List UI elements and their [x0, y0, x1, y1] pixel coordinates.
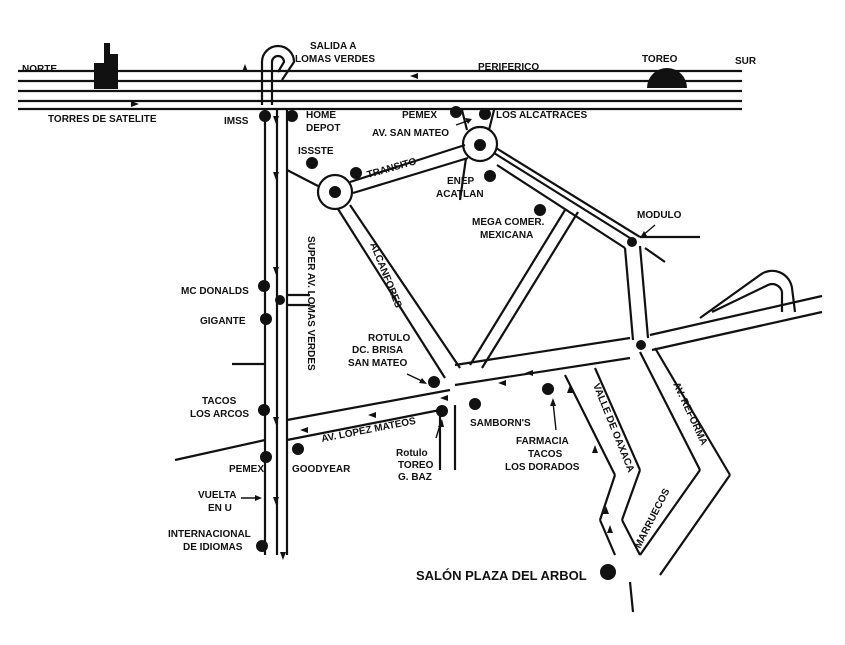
issste-label: ISSSTE	[298, 146, 334, 157]
pemex-top-label: PEMEX	[402, 110, 437, 121]
mcdonalds-label: MC DONALDS	[181, 286, 249, 297]
rotulo-brisa-label-3: SAN MATEO	[348, 358, 407, 369]
idiomas-label-1: INTERNACIONAL	[168, 529, 251, 540]
gigante-label: GIGANTE	[200, 316, 246, 327]
torres-label: TORRES DE SATELITE	[48, 114, 157, 125]
home-depot-marker	[286, 110, 298, 122]
transito-label: TRANSITO	[366, 156, 418, 181]
pemex-top-marker	[450, 106, 462, 118]
vuelta-label-2: EN U	[208, 503, 232, 514]
farmacia-label-3: LOS DORADOS	[505, 462, 580, 473]
lopez-mateos-road	[174, 294, 823, 470]
imss-label: IMSS	[224, 116, 249, 127]
periferico-label: PERIFERICO	[478, 62, 539, 73]
idiomas-label-2: DE IDIOMAS	[183, 542, 243, 553]
tacos-arcos-label-2: LOS ARCOS	[190, 409, 249, 420]
periferico-highway	[18, 69, 742, 111]
farmacia-label-2: TACOS	[528, 449, 563, 460]
modulo-label: MODULO	[637, 210, 682, 221]
modulo-marker	[627, 237, 637, 247]
callout-arrows	[241, 118, 656, 501]
san-mateo-marker	[474, 139, 486, 151]
modulo-road	[493, 147, 700, 263]
farmacia-marker	[542, 383, 554, 395]
salida-label-1: SALIDA A	[310, 41, 356, 52]
tacos-arcos-label-1: TACOS	[202, 396, 237, 407]
transito-marker	[350, 167, 362, 179]
sanborns-marker	[469, 398, 481, 410]
toreo-dome-icon	[647, 68, 687, 88]
enep-label-2: ACATLAN	[436, 189, 484, 200]
goodyear-label: GOODYEAR	[292, 464, 351, 475]
enep-marker	[484, 170, 496, 182]
roundabout-marker	[329, 186, 341, 198]
salon-label: SALÓN PLAZA DEL ARBOL	[416, 568, 587, 583]
rotulo-toreo-label-3: G. BAZ	[398, 472, 432, 483]
mega-label-1: MEGA COMER.	[472, 217, 545, 228]
traffic-arrows	[131, 64, 613, 560]
super-lomas-verdes-road	[232, 110, 310, 555]
rotulo-toreo-label-1: Rotulo	[396, 448, 428, 459]
rotulo-brisa-label-1: ROTULO	[368, 333, 410, 344]
lopez-mateos-loop-road	[699, 269, 797, 319]
alcanfores-road	[337, 204, 461, 379]
pemex-bottom-label: PEMEX	[229, 464, 264, 475]
home-depot-label-2: DEPOT	[306, 123, 340, 134]
lopez-mateos-label: AV. LOPEZ MATEOS	[320, 416, 417, 445]
mega-marker	[534, 204, 546, 216]
san-mateo-label: AV. SAN MATEO	[372, 128, 449, 139]
home-depot-label-1: HOME	[306, 110, 336, 121]
valle-oaxaca-label: VALLE DE OAXACA	[590, 382, 636, 474]
norte-label: NORTE	[22, 64, 57, 75]
rotulo-brisa-marker	[428, 376, 440, 388]
marruecos-road	[639, 469, 731, 576]
super-lomas-label: SUPER AV. LOMAS VERDES	[305, 236, 316, 371]
salida-loop-road	[260, 44, 296, 105]
junction-marker	[275, 295, 285, 305]
transito-road	[286, 109, 499, 211]
modulo-vertical-road	[623, 245, 650, 341]
farmacia-label-1: FARMACIA	[516, 436, 569, 447]
torres-satelite-icon	[94, 43, 118, 89]
av-reforma-road	[639, 347, 731, 476]
imss-marker	[259, 110, 271, 122]
mega-label-2: MEXICANA	[480, 230, 533, 241]
rotulo-toreo-label-2: TOREO	[398, 460, 434, 471]
tacos-arcos-marker	[258, 404, 270, 416]
mcdonalds-marker	[258, 280, 270, 292]
sanborns-label: SAMBORN'S	[470, 418, 531, 429]
rotulo-toreo-marker	[436, 405, 448, 417]
goodyear-marker	[292, 443, 304, 455]
gigante-marker	[260, 313, 272, 325]
issste-marker	[306, 157, 318, 169]
av-reforma-label: AV. REFORMA	[670, 381, 709, 448]
reforma-junction-marker	[636, 340, 646, 350]
sur-label: SUR	[735, 56, 757, 67]
valle-oaxaca-road	[564, 367, 642, 613]
idiomas-marker	[256, 540, 268, 552]
alcatraces-marker	[479, 108, 491, 120]
salon-marker	[600, 564, 616, 580]
vuelta-label-1: VUELTA	[198, 490, 237, 501]
salida-label-2: LOMAS VERDES	[295, 54, 375, 65]
landmark-dots	[256, 106, 646, 580]
enep-label-1: ENEP	[447, 176, 475, 187]
alcatraces-label: LOS ALCATRACES	[496, 110, 587, 121]
toreo-label: TOREO	[642, 54, 678, 65]
rotulo-brisa-label-2: DC. BRISA	[352, 345, 403, 356]
pemex-bottom-marker	[260, 451, 272, 463]
san-mateo-diagonal-road	[458, 157, 579, 369]
